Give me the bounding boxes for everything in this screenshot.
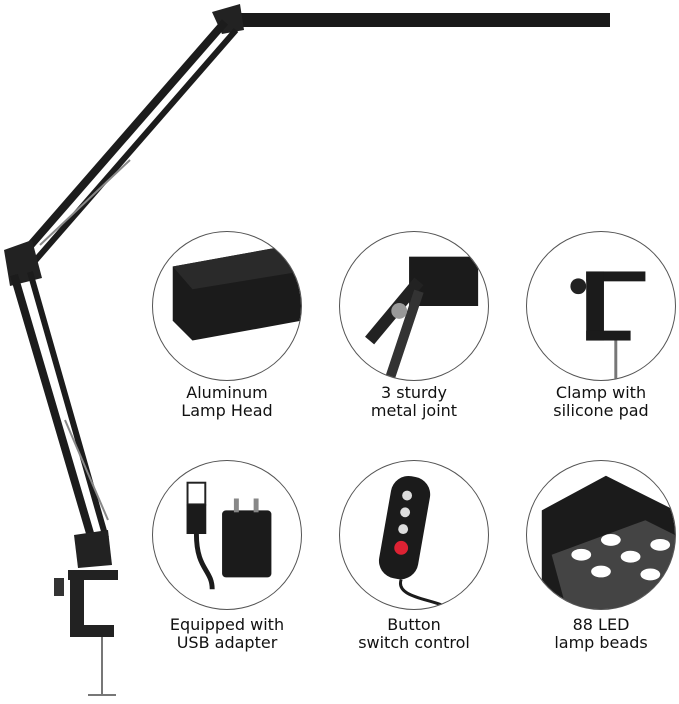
label-line: Aluminum	[186, 383, 268, 402]
feature-circle-button-switch	[339, 460, 489, 610]
label-line: Button	[387, 615, 441, 634]
label-line: USB adapter	[176, 633, 278, 652]
feature-circle-metal-joint	[339, 231, 489, 381]
label-line: lamp beads	[554, 633, 648, 652]
label-line: Clamp with	[555, 383, 647, 402]
feature-circle-led-beads	[526, 460, 676, 610]
feature-circle-usb-adapter	[152, 460, 302, 610]
label-line: Equipped with	[169, 615, 285, 634]
label-line: silicone pad	[553, 401, 649, 420]
feature-circle-clamp	[526, 231, 676, 381]
label-line: Lamp Head	[181, 401, 273, 420]
label-line: 3 sturdy	[381, 383, 447, 402]
feature-circle-lamp-head	[152, 231, 302, 381]
label-line: switch control	[358, 633, 470, 652]
label-line: metal joint	[370, 401, 458, 420]
label-line: 88 LED	[572, 615, 630, 634]
